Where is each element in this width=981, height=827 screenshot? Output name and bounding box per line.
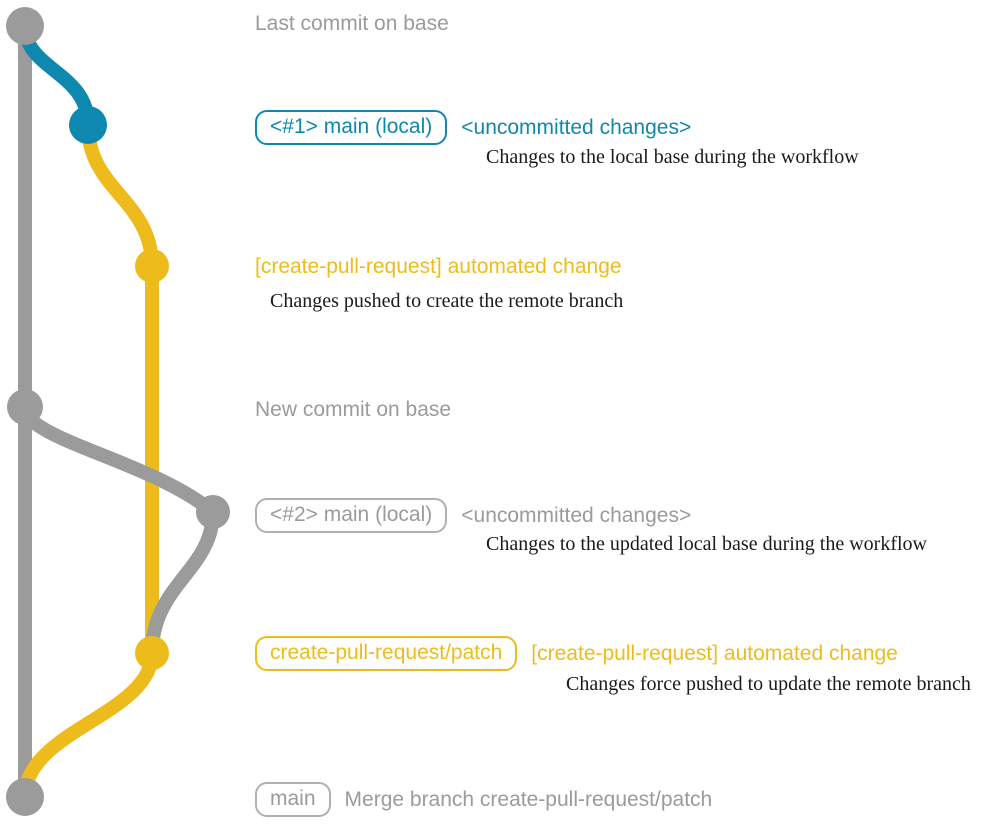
- row-local-commit-2: <#2> main (local) <uncommitted changes>: [255, 498, 691, 533]
- commit-subject: Last commit on base: [255, 12, 449, 35]
- commit-node-base-head: [6, 7, 44, 45]
- commit-node-local-1: [69, 106, 107, 144]
- branch-label-main[interactable]: main: [255, 782, 331, 817]
- remote-branch-line-1: [81, 118, 159, 660]
- row-remote-commit-2: create-pull-request/patch [create-pull-r…: [255, 636, 898, 671]
- row-merge-commit: main Merge branch create-pull-request/pa…: [255, 782, 712, 817]
- commit-node-base-2: [7, 389, 43, 425]
- commit-headline: [create-pull-request] automated change: [531, 642, 898, 665]
- commit-graph: [6, 7, 230, 816]
- row-new-commit-on-base: New commit on base: [255, 399, 451, 420]
- local-branch-line-2: [18, 400, 220, 519]
- row-local-commit-1: <#1> main (local) <uncommitted changes>: [255, 110, 691, 145]
- commit-node-remote-2: [135, 636, 169, 670]
- commit-headline: Merge branch create-pull-request/patch: [344, 788, 713, 811]
- commit-description-local-2: Changes to the updated local base during…: [486, 533, 927, 555]
- commit-subject: New commit on base: [255, 398, 452, 421]
- branch-label-main-local-1[interactable]: <#1> main (local): [255, 110, 448, 145]
- commit-node-remote-1: [135, 249, 169, 283]
- commit-description-local-1: Changes to the local base during the wor…: [486, 146, 859, 168]
- commit-description-remote-2: Changes force pushed to update the remot…: [566, 673, 971, 695]
- commit-headline: <uncommitted changes>: [461, 504, 692, 527]
- commit-node-merge: [6, 778, 44, 816]
- branch-label-create-pull-request-patch[interactable]: create-pull-request/patch: [255, 636, 518, 671]
- commit-headline: [create-pull-request] automated change: [255, 255, 622, 278]
- commit-description-remote-1: Changes pushed to create the remote bran…: [270, 290, 624, 312]
- commit-headline: <uncommitted changes>: [461, 116, 692, 139]
- row-last-commit-on-base: Last commit on base: [255, 13, 449, 34]
- commit-node-local-2: [196, 495, 230, 529]
- remote-merge-line: [18, 646, 159, 804]
- branch-label-main-local-2[interactable]: <#2> main (local): [255, 498, 448, 533]
- merge-into-remote-line: [145, 505, 220, 660]
- row-remote-commit-1: [create-pull-request] automated change: [255, 256, 622, 277]
